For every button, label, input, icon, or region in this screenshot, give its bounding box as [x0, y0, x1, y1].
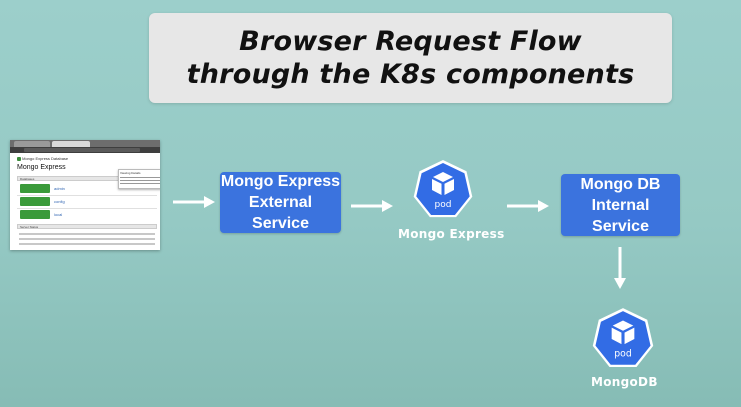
browser-heading: Mongo Express [17, 164, 66, 171]
db-name-local: local [54, 212, 63, 217]
db-name-admin: admin [54, 186, 65, 191]
external-service-line-2: External Service [248, 194, 313, 232]
view-db-button-admin [20, 184, 50, 193]
status-row [19, 243, 155, 245]
mongodb-internal-service: Mongo DB Internal Service [561, 174, 680, 236]
divider [17, 208, 157, 209]
kubernetes-pod-icon: pod [413, 160, 473, 218]
popup-title: Viewing Details [120, 171, 141, 175]
browser-breadcrumb: Mongo Express Database [17, 156, 68, 161]
server-status-header: Server Status [17, 224, 157, 229]
mongo-express-logo-icon [17, 156, 21, 161]
browser-url-bar [10, 147, 160, 153]
mongo-express-external-service: Mongo Express External Service [220, 172, 341, 233]
browser-breadcrumb-text: Mongo Express Database [22, 156, 69, 161]
mongodb-pod-caption: MongoDB [591, 375, 658, 389]
internal-service-line-2: Internal Service [591, 196, 650, 235]
external-service-line-1: Mongo Express [220, 173, 341, 190]
title-line-1: Browser Request Flow [239, 26, 582, 57]
arrow-down-icon [614, 247, 626, 289]
browser-popup: Viewing Details [118, 169, 160, 189]
view-db-button-config [20, 197, 50, 206]
arrow-right-icon [507, 200, 549, 212]
arrow-right-icon [173, 196, 215, 208]
kubernetes-pod-icon: pod [592, 308, 654, 367]
browser-tab-active [52, 141, 90, 147]
internal-service-line-1: Mongo DB [580, 175, 661, 193]
popup-text-line [120, 180, 160, 181]
popup-text-line [120, 183, 160, 184]
db-name-config: config [54, 199, 65, 204]
arrow-right-icon [351, 200, 393, 212]
pod-icon-label: pod [614, 349, 632, 360]
browser-tab-bar [10, 140, 160, 147]
status-row [19, 233, 155, 235]
mongo-express-pod-caption: Mongo Express [398, 227, 505, 241]
status-row [19, 238, 155, 240]
title-line-2: through the K8s components [186, 59, 635, 90]
view-db-button-local [20, 210, 50, 219]
title-box: Browser Request Flow through the K8s com… [149, 13, 672, 103]
browser-tab [14, 141, 50, 147]
popup-text-line [120, 177, 160, 178]
divider [17, 195, 157, 196]
browser-screenshot: Mongo Express Database Mongo Express Dat… [10, 140, 160, 250]
pod-icon-label: pod [435, 200, 452, 210]
browser-url-field [24, 148, 140, 152]
